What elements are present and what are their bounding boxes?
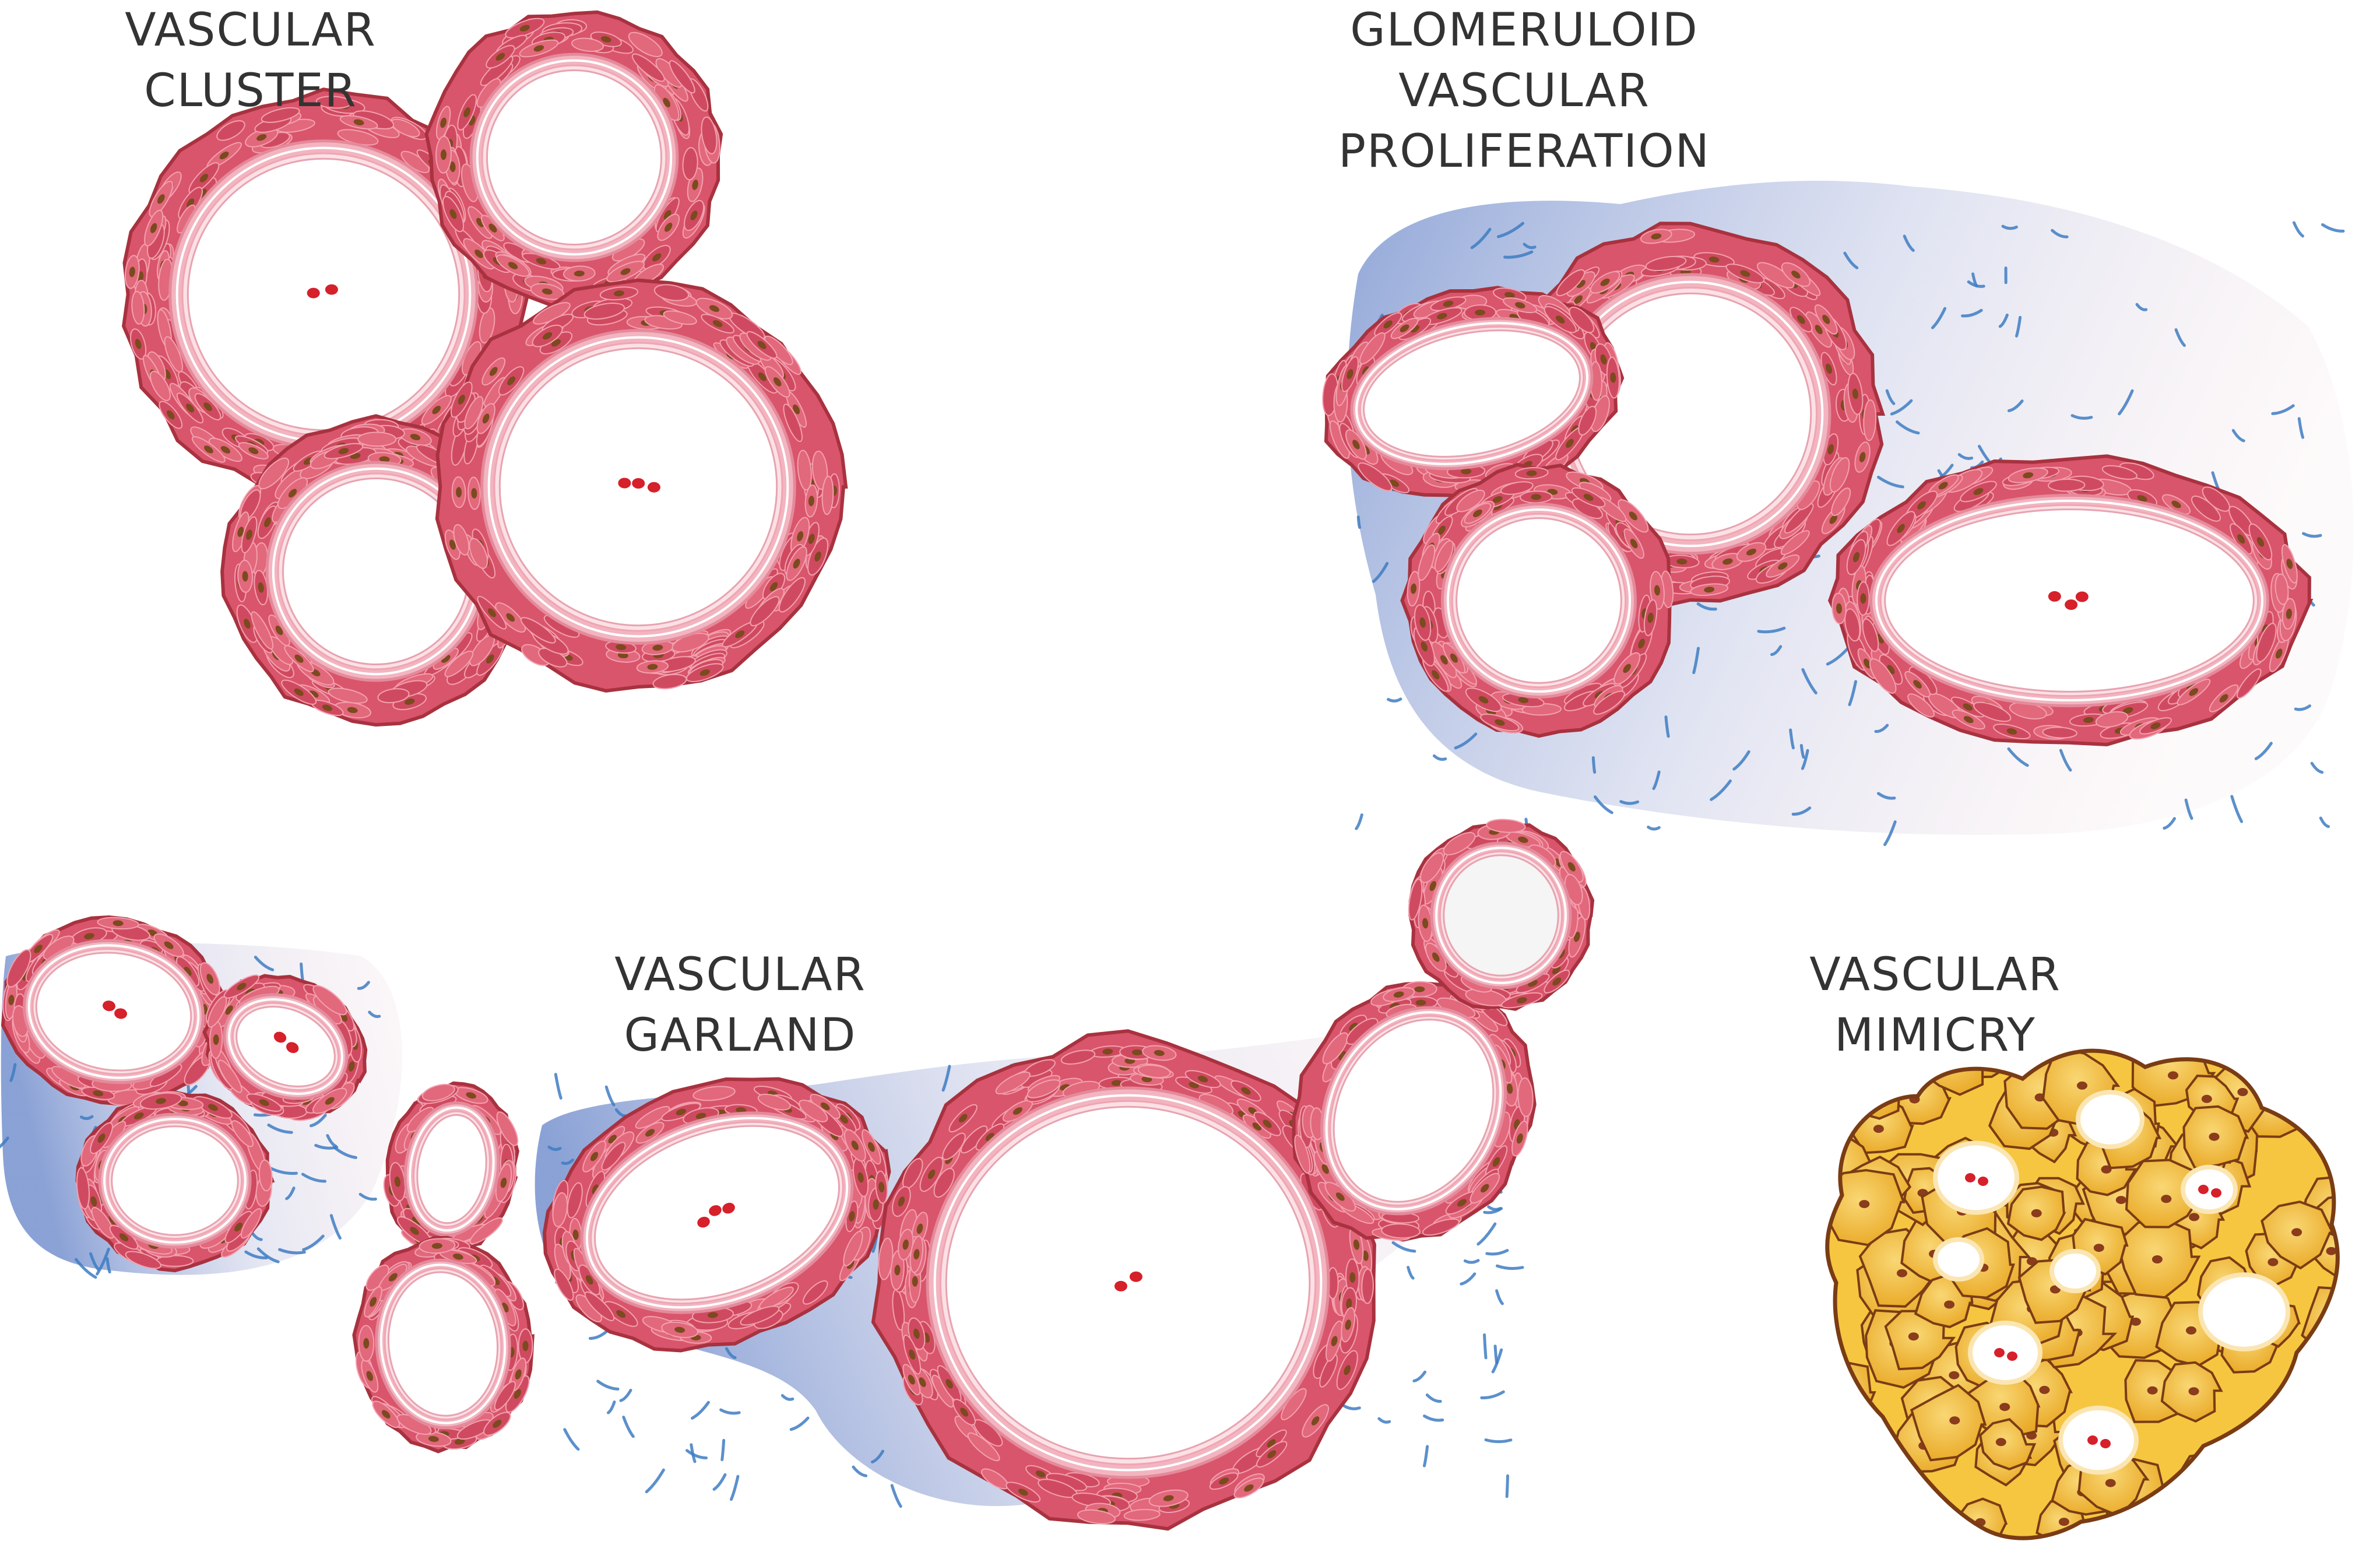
tumor-cell-cluster — [1825, 1048, 2340, 1540]
red-blood-cell — [1129, 1271, 1142, 1282]
red-blood-cell — [114, 1008, 128, 1019]
vessel-cluster-2 — [220, 414, 528, 727]
vessel-glomeruloid-5 — [1322, 286, 1625, 500]
vessel-garland-15 — [1292, 981, 1537, 1242]
label-glomeruloid-vascular-proliferation: GLOMERULOID VASCULAR PROLIFERATION — [1338, 4, 1710, 178]
mimicry-channel — [2058, 1405, 2139, 1475]
vessel-garland-9 — [202, 974, 368, 1121]
vessel-glomeruloid-6 — [1400, 462, 1674, 738]
vessel-cluster-3 — [435, 278, 848, 693]
mimicry-channel — [2076, 1090, 2145, 1149]
mimicry-channel — [2198, 1272, 2290, 1352]
vessel-garland-13 — [542, 1077, 891, 1353]
vessel-garland-14 — [871, 1029, 1376, 1531]
label-vascular-mimicry: VASCULAR MIMICRY — [1809, 949, 2061, 1062]
red-blood-cell — [697, 1216, 710, 1228]
vessels — [1, 10, 2314, 1531]
red-blood-cell — [307, 287, 320, 299]
red-blood-cell — [2065, 599, 2078, 610]
vessel-garland-11 — [383, 1081, 519, 1255]
mimicry-channel — [1933, 1140, 2019, 1215]
red-blood-cell — [2048, 591, 2061, 602]
label-vascular-garland: VASCULAR GARLAND — [614, 949, 866, 1062]
red-blood-cell — [1114, 1280, 1127, 1291]
vessel-glomeruloid-7 — [1827, 454, 2314, 747]
vessel-garland-12 — [352, 1235, 535, 1454]
vessel-garland-10 — [75, 1090, 275, 1273]
mimicry-channel — [2181, 1164, 2238, 1214]
red-blood-cell — [286, 1042, 299, 1054]
vessel-garland-8 — [1, 915, 227, 1107]
red-blood-cell — [618, 478, 631, 489]
mimicry-channel — [1933, 1237, 1984, 1282]
mimicry-channel — [2049, 1249, 2101, 1293]
red-blood-cell — [2075, 591, 2089, 602]
vessel-garland-16 — [1408, 819, 1595, 1011]
vessel-cluster-1 — [424, 10, 723, 307]
red-blood-cell — [722, 1202, 735, 1214]
red-blood-cell — [709, 1205, 722, 1216]
red-blood-cell — [103, 1001, 115, 1012]
label-vascular-cluster: VASCULAR CLUSTER — [125, 4, 377, 117]
mimicry-channel — [1968, 1321, 2042, 1385]
red-blood-cell — [647, 482, 660, 493]
red-blood-cell — [632, 478, 645, 489]
red-blood-cell — [273, 1031, 287, 1043]
red-blood-cell — [325, 284, 338, 295]
